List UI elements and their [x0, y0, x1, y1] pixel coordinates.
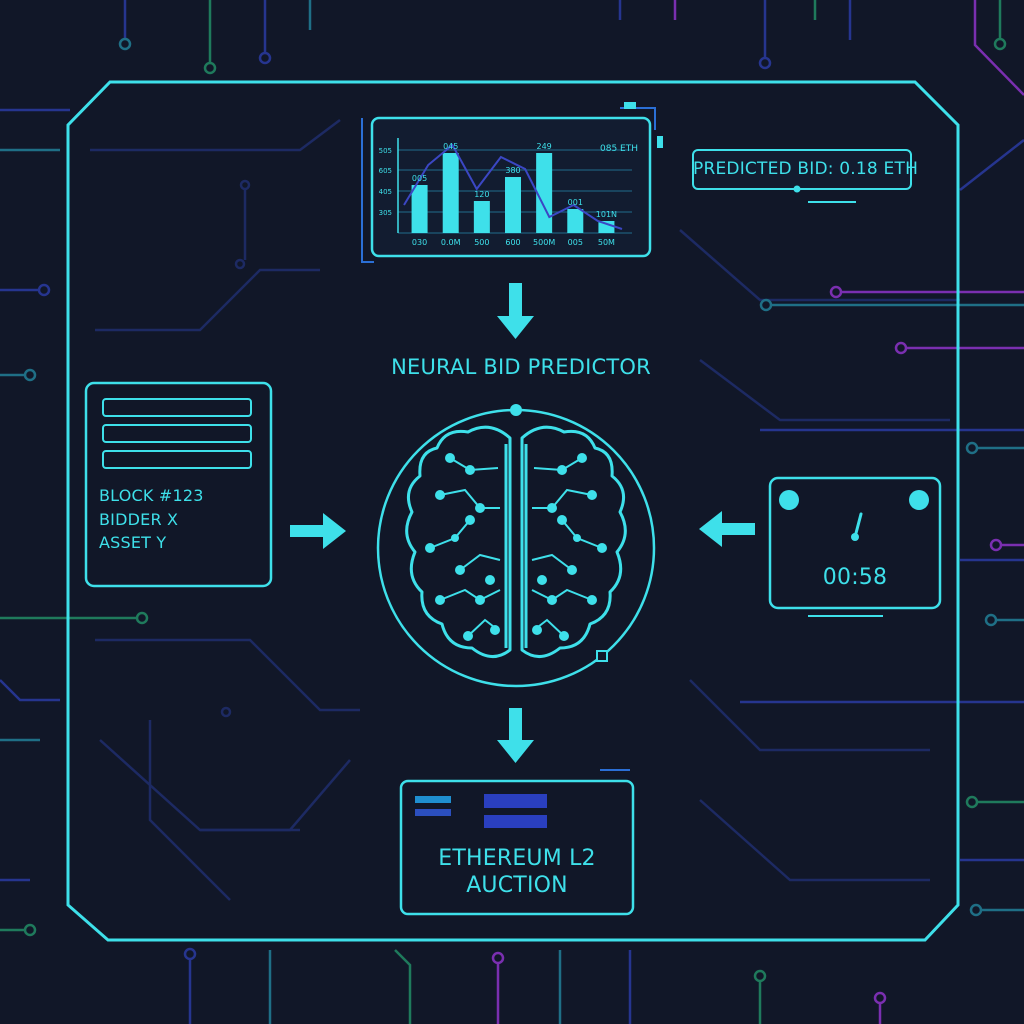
prediction-box — [692, 149, 912, 203]
chart-x-tick: 500 — [474, 238, 489, 247]
chart-bar — [598, 221, 615, 233]
chart-bar — [505, 177, 521, 233]
chart-y-tick: 505 — [379, 147, 392, 155]
chart-bar — [411, 185, 428, 233]
chart-bar — [442, 153, 459, 233]
chart-x-tick: 500M — [533, 238, 555, 247]
chart-bar — [473, 201, 490, 233]
chart-x-ticks: 030 0.0M 500 600 500M 005 50M — [412, 238, 615, 247]
chart-y-tick: 405 — [379, 188, 392, 196]
timer-card — [768, 476, 942, 617]
timer-knob-right-icon — [909, 490, 929, 510]
input-line-bidder: BIDDER X — [99, 510, 179, 529]
chart-x-tick: 030 — [412, 238, 427, 247]
chart-bars — [411, 153, 615, 233]
outer-frame — [66, 80, 960, 942]
chart-x-tick: 005 — [568, 238, 583, 247]
chart-y-tick: 605 — [379, 167, 392, 175]
timer-knob-left-icon — [779, 490, 799, 510]
predicted-bid-label: PREDICTED BID: 0.18 ETH — [693, 159, 919, 179]
chart-panel: 085 ETH 505 605 405 305 030 0.0M 500 600 500M 00… — [361, 102, 663, 263]
chart-bar-label: 249 — [537, 142, 552, 151]
chart-bar-label: 005 — [412, 174, 427, 183]
chart-trend-line — [403, 143, 623, 230]
circuit-nodes — [23, 37, 1007, 1005]
chart-bar-label: 001 — [568, 198, 583, 207]
arrow-down-icon — [497, 283, 534, 339]
chart-y-tick: 305 — [379, 209, 392, 217]
chart-x-tick: 0.0M — [441, 238, 461, 247]
chart-x-tick: 50M — [598, 238, 615, 247]
input-card — [84, 381, 273, 588]
timer-value: 00:58 — [822, 565, 888, 590]
diagram-title: NEURAL BID PREDICTOR — [391, 355, 651, 379]
arrow-left-icon — [699, 511, 755, 547]
chart-bar — [567, 209, 584, 233]
input-line-block: BLOCK #123 — [99, 486, 204, 505]
chart-bar-label: 045 — [443, 142, 458, 151]
output-label-line1: ETHEREUM L2 — [438, 846, 596, 871]
brain-circuit-icon — [376, 404, 656, 688]
chart-corner-label: 085 ETH — [600, 144, 638, 154]
chart-bar-label: 380 — [505, 166, 520, 175]
chart-y-ticks: 505 605 405 305 — [379, 147, 392, 217]
arrow-right-icon — [290, 513, 346, 549]
chart-bar-label: 120 — [474, 190, 489, 199]
input-line-asset: ASSET Y — [99, 533, 167, 552]
output-label-line2: AUCTION — [466, 873, 568, 898]
chart-bar-labels: 005 045 120 380 249 001 101N — [412, 142, 617, 219]
chart-x-tick: 600 — [505, 238, 520, 247]
output-card — [399, 769, 635, 916]
chart-bar — [536, 153, 553, 233]
arrow-down-icon — [497, 708, 534, 763]
chart-bar-label: 101N — [596, 210, 617, 219]
